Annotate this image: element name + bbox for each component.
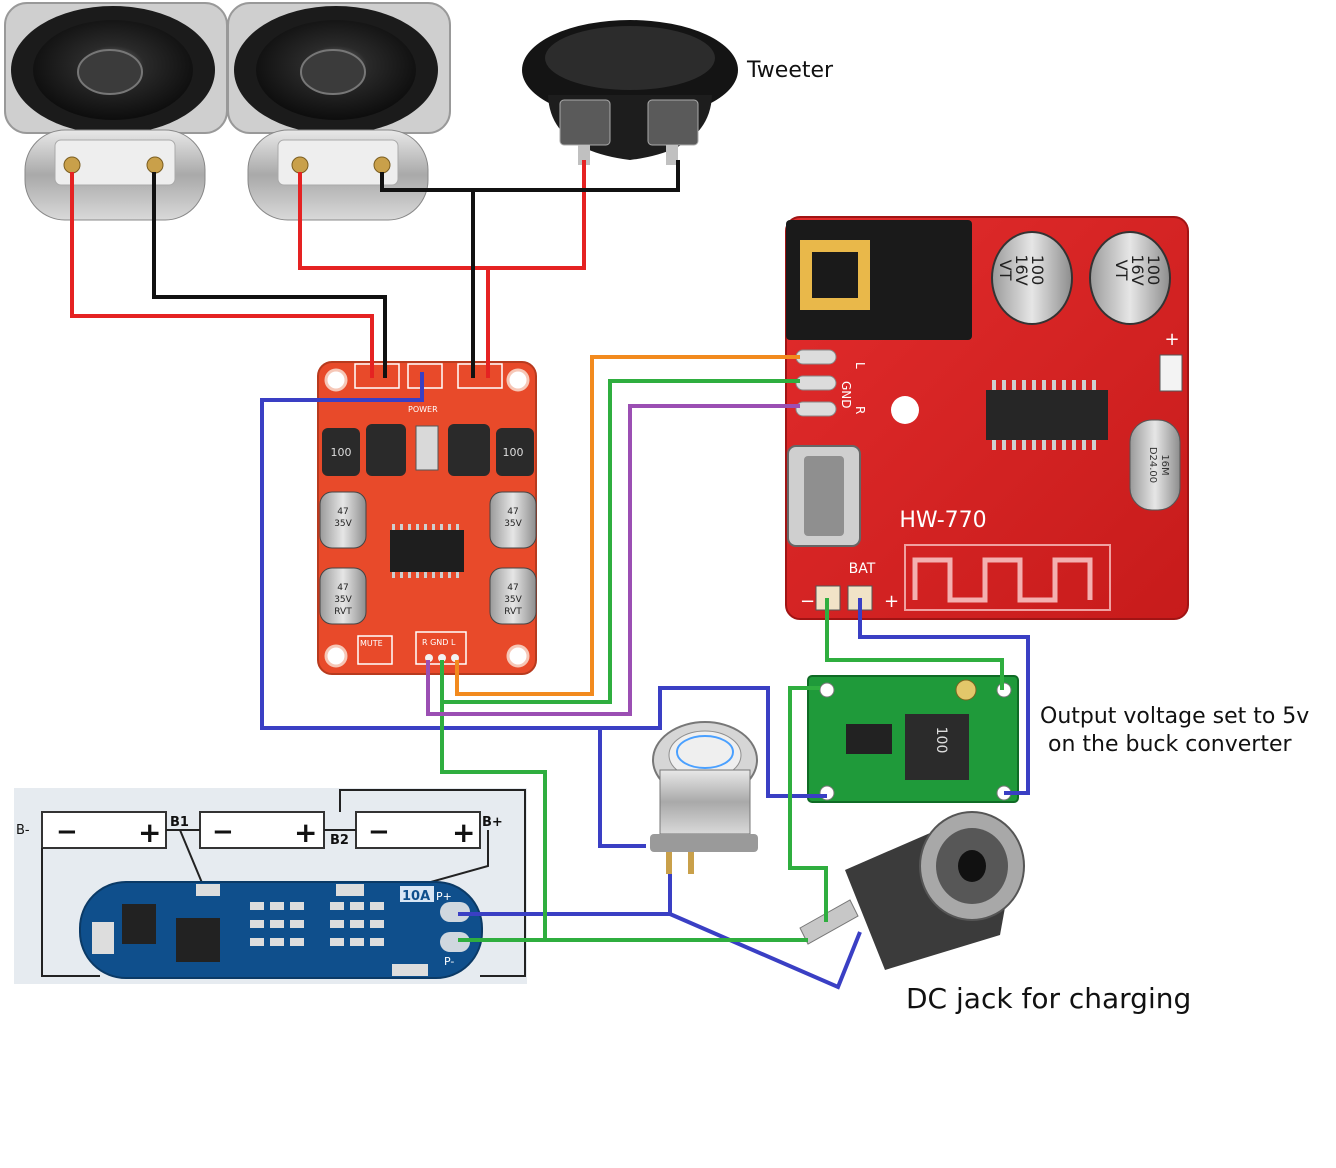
- amp-cap-4-l1: 47: [507, 583, 518, 593]
- amp-cap-3-l1: 47: [337, 583, 348, 593]
- bt-pin-l: L: [853, 362, 867, 369]
- tweeter-label: Tweeter: [747, 58, 834, 83]
- wire-purple-right: [426, 404, 800, 716]
- wire-blue-bat-plus: [858, 598, 1030, 795]
- bt-cap-1-l2: 16V: [1012, 254, 1031, 285]
- bt-cap-1-l1: 100: [1028, 255, 1047, 286]
- bms-b-minus-label: B-: [16, 823, 30, 838]
- dc-jack-label: DC jack for charging: [906, 982, 1192, 1015]
- cell2-plus: +: [294, 816, 317, 849]
- bt-model-label: HW-770: [899, 508, 986, 533]
- bt-bat-plus: +: [884, 591, 899, 612]
- amp-cap-1-l2: 35V: [334, 519, 352, 529]
- amp-cap-3-l2: 35V: [334, 595, 352, 605]
- buck-inductor-text: 100: [933, 727, 949, 754]
- bms-p-plus: P+: [436, 890, 452, 903]
- bt-cap-2-l3: VT: [1112, 260, 1131, 281]
- speaker-left: [4, 2, 228, 221]
- amp-input-pins-label: R GND L: [422, 638, 456, 647]
- bms-b1-label: B1: [170, 815, 189, 830]
- amp-power-label: POWER: [408, 405, 438, 414]
- amp-cap-4-l2: 35V: [504, 595, 522, 605]
- wire-black-right-speaker: [380, 160, 680, 192]
- wire-blue-amp-power: [260, 372, 827, 798]
- amp-inductor-text-2: 100: [503, 446, 524, 459]
- bt-crystal-l1: D24.00: [1147, 447, 1158, 483]
- buck-converter: 100: [807, 675, 1019, 803]
- bt-crystal-l2: 16M: [1159, 454, 1170, 475]
- wire-orange-left: [455, 355, 800, 696]
- cell1-minus: −: [56, 817, 78, 847]
- amp-inductors: 100 100: [322, 424, 534, 476]
- amp-mute-label: MUTE: [360, 639, 383, 648]
- wire-green-buck: [788, 686, 828, 922]
- amp-cap-2-l2: 35V: [504, 519, 522, 529]
- speaker-right: [227, 2, 451, 221]
- amp-cap-2-l1: 47: [507, 507, 518, 517]
- push-switch: [650, 721, 758, 874]
- amp-cap-4-l3: RVT: [504, 607, 522, 617]
- wires: [70, 160, 1030, 990]
- bt-cap-2-l1: 100: [1144, 255, 1163, 286]
- bt-pin-r: R: [853, 406, 867, 414]
- bms-b2-label: B2: [330, 833, 349, 848]
- wire-red-right-speaker: [298, 160, 586, 270]
- amplifier-board: POWER 100 100 47 35V 47 35V 47 35V RVT 4…: [317, 361, 537, 675]
- tweeter: [522, 20, 738, 165]
- bt-input-pads: L GND R: [795, 349, 867, 417]
- bt-bat-label: BAT: [849, 561, 876, 577]
- bms-board: − + − + − + B- B1 B2 B+: [14, 788, 527, 984]
- bms-p-minus: P-: [444, 955, 454, 968]
- wire-blue-switch: [598, 728, 646, 848]
- bms-b-plus-label: B+: [482, 815, 503, 830]
- bt-cap-2-l2: 16V: [1128, 254, 1147, 285]
- wire-green-bt-gnd: [442, 379, 800, 704]
- bt-bat-minus: −: [800, 591, 815, 612]
- bt-plus-top: +: [1164, 329, 1179, 350]
- buck-label-line-1: Output voltage set to 5v: [1040, 704, 1310, 729]
- wire-green-amp-gnd: [440, 660, 547, 942]
- bt-cap-1-l3: VT: [996, 260, 1015, 281]
- bms-rating: 10A: [402, 889, 430, 904]
- wire-black-left-speaker: [152, 172, 387, 378]
- bt-pin-gnd: GND: [839, 381, 853, 409]
- amp-cap-3-l3: RVT: [334, 607, 352, 617]
- buck-label-line-2: on the buck converter: [1048, 732, 1292, 757]
- wire-green-bat-minus: [825, 598, 1004, 690]
- amp-inductor-text-1: 100: [331, 446, 352, 459]
- amp-capacitors: 47 35V 47 35V 47 35V RVT 47 35V RVT: [319, 491, 537, 625]
- cell3-minus: −: [368, 817, 390, 847]
- cell2-minus: −: [212, 817, 234, 847]
- buck-converter-label: Output voltage set to 5v on the buck con…: [1040, 703, 1309, 759]
- bt-capacitors: 100 16V VT 100 16V VT: [991, 231, 1171, 325]
- cell3-plus: +: [452, 816, 475, 849]
- cell1-plus: +: [138, 816, 161, 849]
- wire-red-left-speaker: [70, 172, 374, 378]
- amp-cap-1-l1: 47: [337, 507, 348, 517]
- dc-jack: [799, 811, 1025, 970]
- bluetooth-board: 100 16V VT 100 16V VT + L GND R D24.00 1…: [785, 216, 1189, 620]
